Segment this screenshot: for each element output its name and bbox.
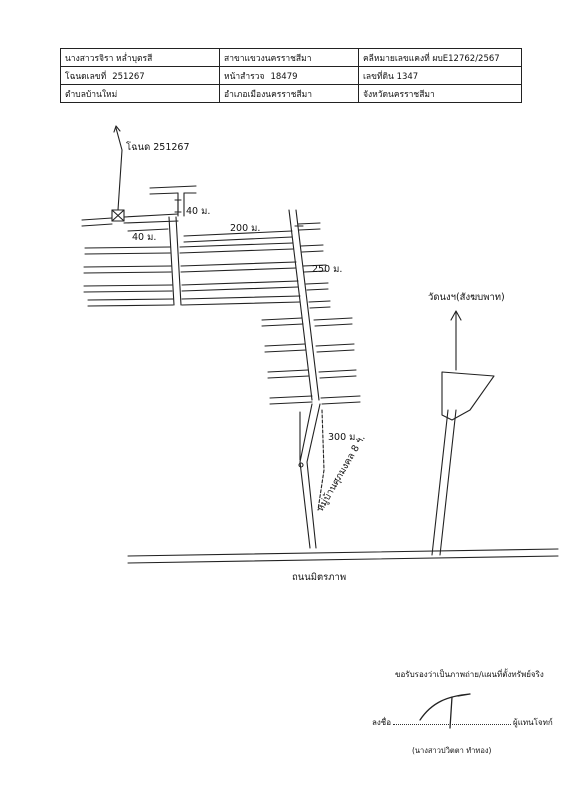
signature-suffix: ผู้แทนโจทก์	[513, 718, 553, 727]
application-number: E12762/2567	[442, 53, 500, 64]
subdistrict: ตำบลบ้านใหม่	[65, 89, 118, 100]
signer-name: (นางสาวปวิตตา ทำทอง)	[412, 746, 492, 755]
dimension-marks	[127, 199, 301, 461]
property-info-table: นางสาวรจิรา หล่ำบุตรสี สาขาแขวงนครราชสีม…	[60, 48, 522, 103]
office-name: สาขาแขวงนครราชสีมา	[224, 53, 312, 64]
province-cell: จังหวัดนครราชสีมา	[358, 84, 522, 103]
table-row: ตำบลบ้านใหม่ อำเภอเมืองนครราชสีมา จังหวั…	[60, 84, 522, 103]
map-label-temple: วัดนงฯ(สังฆบพาท)	[428, 292, 505, 303]
survey-page-label: หน้าสำรวจ	[224, 71, 265, 82]
map-label-40m-a: 40 ม.	[186, 206, 210, 217]
deed-label: โฉนดเลขที่	[65, 71, 107, 82]
land-number-cell: เลขที่ดิน 1347	[358, 66, 522, 85]
north-arrow-icon	[450, 310, 462, 371]
certification-text: ขอรับรองว่าเป็นภาพถ่าย/แผนที่ตั้งทรัพย์จ…	[395, 670, 544, 679]
map-label-300m: 300 ม.	[328, 432, 358, 443]
signature-mark	[419, 693, 471, 729]
road-network	[81, 185, 559, 564]
signature-dotted-line	[393, 724, 512, 725]
province: จังหวัดนครราชสีมา	[363, 89, 435, 100]
map-label-highway: ถนนมิตรภาพ	[292, 572, 346, 583]
map-label-40m-b: 40 ม.	[132, 232, 156, 243]
map-label-200m: 200 ม.	[230, 223, 260, 234]
signature-prefix: ลงชื่อ	[372, 718, 392, 727]
district: อำเภอเมืองนครราชสีมา	[224, 89, 312, 100]
map-label-deed: โฉนด 251267	[126, 141, 190, 153]
map-label-250m: 250 ม.	[312, 264, 342, 275]
owner-name: นางสาวรจิรา หล่ำบุตรสี	[65, 53, 153, 64]
property-marker	[111, 125, 125, 222]
land-number: 1347	[396, 71, 419, 82]
land-number-label: เลขที่ดิน	[363, 71, 394, 82]
survey-page-number: 18479	[270, 71, 298, 82]
application-label: คลีหมายเลขแคงที่ ผบ	[363, 53, 443, 64]
table-row: นางสาวรจิรา หล่ำบุตรสี สาขาแขวงนครราชสีม…	[60, 48, 522, 67]
signature-line: ลงชื่อ ผู้แทนโจทก์	[372, 716, 553, 729]
deed-number: 251267	[112, 71, 145, 82]
